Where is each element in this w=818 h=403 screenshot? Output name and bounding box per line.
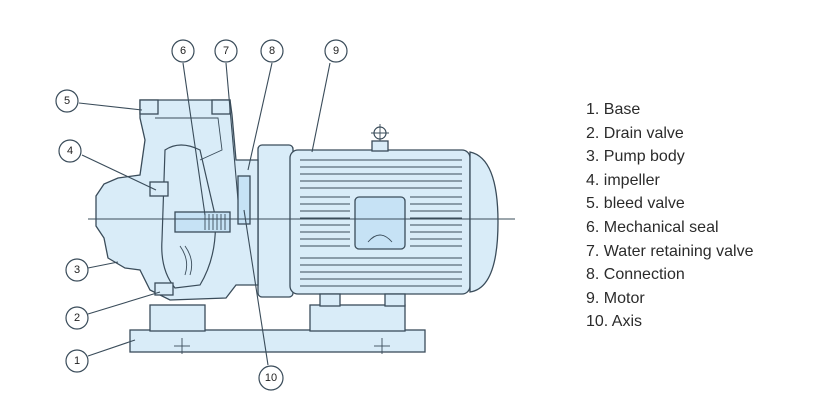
legend-item-connection: 8. Connection bbox=[586, 266, 685, 284]
callout-label-1: 1 bbox=[74, 355, 80, 367]
pump-diagram: 1 2 3 4 5 6 7 8 9 10 bbox=[55, 39, 515, 391]
legend-item-water-retaining-valve: 7. Water retaining valve bbox=[586, 242, 754, 260]
legend-item-base: 1. Base bbox=[586, 101, 641, 118]
callout-7: 7 bbox=[214, 39, 238, 63]
callout-6: 6 bbox=[171, 39, 195, 63]
callout-label-4: 4 bbox=[67, 145, 73, 157]
legend-item-pump-body: 3. Pump body bbox=[586, 148, 685, 166]
callouts: 1 2 3 4 5 6 7 8 9 10 bbox=[55, 39, 348, 391]
callout-label-5: 5 bbox=[64, 95, 70, 107]
callout-label-3: 3 bbox=[74, 264, 80, 276]
callout-label-7: 7 bbox=[223, 45, 229, 57]
legend-item-axis: 10. Axis bbox=[586, 313, 643, 331]
callout-1: 1 bbox=[65, 349, 89, 373]
base bbox=[129, 304, 426, 354]
legend: 1. Base 2. Drain valve 3. Pump body 4. i… bbox=[586, 98, 753, 334]
motor bbox=[257, 124, 499, 307]
legend-item-motor: 9. Motor bbox=[586, 289, 645, 307]
callout-5: 5 bbox=[55, 89, 79, 113]
legend-item-bleed-valve: 5. bleed valve bbox=[586, 195, 685, 213]
callout-label-6: 6 bbox=[180, 45, 186, 57]
callout-label-8: 8 bbox=[269, 45, 275, 57]
legend-item-impeller: 4. impeller bbox=[586, 171, 660, 189]
callout-label-2: 2 bbox=[74, 312, 80, 324]
callout-3: 3 bbox=[65, 258, 89, 282]
callout-8: 8 bbox=[260, 39, 284, 63]
callout-4: 4 bbox=[58, 139, 82, 163]
callout-9: 9 bbox=[324, 39, 348, 63]
legend-item-mechanical-seal: 6. Mechanical seal bbox=[586, 218, 719, 236]
callout-label-10: 10 bbox=[265, 372, 277, 384]
pump-body bbox=[88, 99, 515, 301]
callout-2: 2 bbox=[65, 306, 89, 330]
callout-label-9: 9 bbox=[333, 45, 339, 57]
callout-10: 10 bbox=[258, 365, 284, 391]
legend-item-drain-valve: 2. Drain valve bbox=[586, 124, 684, 142]
